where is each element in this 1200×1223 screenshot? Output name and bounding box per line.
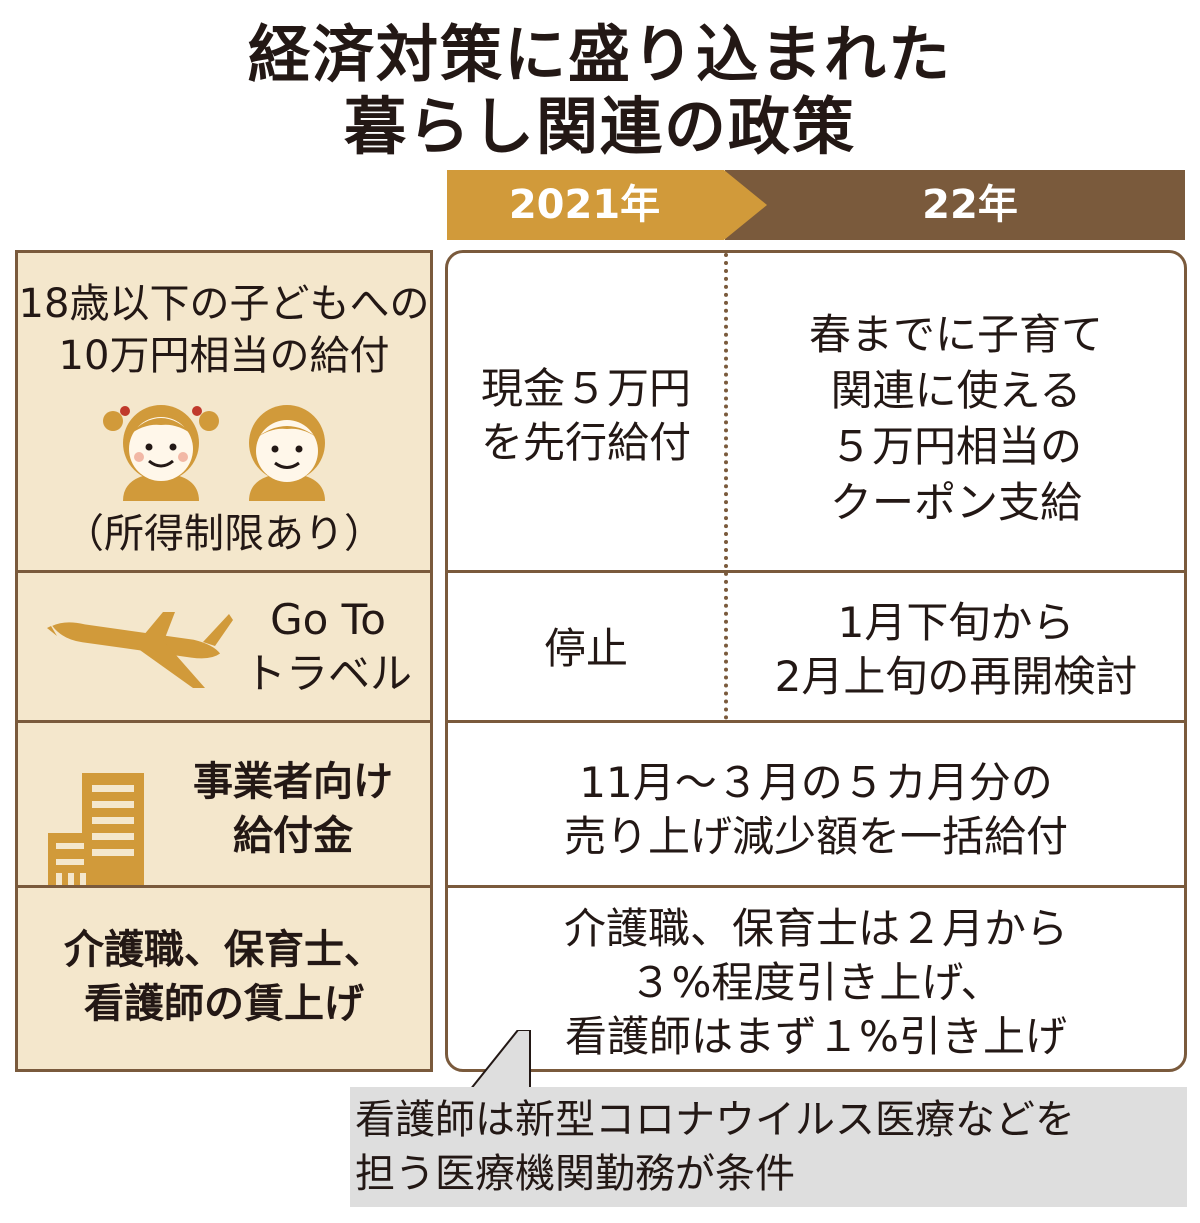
row-divider (448, 720, 1184, 723)
title-line-2: 暮らし関連の政策 (343, 90, 856, 163)
row4-label-line1: 介護職、保育士、 (64, 927, 384, 973)
row2-label-line2: トラベル (243, 649, 412, 698)
timeline-year-2021: 2021年 (447, 170, 767, 240)
row4-detail-line1: 介護職、保育士は２月から (563, 904, 1068, 953)
row2-22-line1: 1月下旬から (837, 598, 1075, 647)
row-divider (448, 570, 1184, 573)
row2-label-line1: Go To (270, 595, 386, 644)
row-divider (448, 885, 1184, 888)
row-divider (18, 885, 430, 888)
timeline-year-22: 22年 (725, 170, 1185, 240)
row3-detail-line2: 売り上げ減少額を一括給付 (563, 812, 1068, 861)
row4-label-line2: 看護師の賃上げ (84, 981, 364, 1027)
note-box (350, 1087, 1187, 1207)
row1-22-line2: 関連に使える (830, 366, 1082, 415)
row4-detail-line2: ３%程度引き上げ、 (629, 958, 1003, 1007)
row1-22-line3: ５万円相当の (829, 422, 1082, 471)
row3-detail-line1: 11月～３月の５カ月分の (579, 758, 1053, 807)
policy-detail-panel: 現金５万円 を先行給付 春までに子育て 関連に使える ５万円相当の クーポン支給… (445, 250, 1187, 1072)
row1-sub-label: （所得制限あり） (64, 511, 384, 557)
row3-label-line2: 給付金 (233, 813, 353, 859)
year-divider (724, 253, 728, 720)
children-icon (103, 405, 325, 501)
row1-22-line1: 春までに子育て (808, 310, 1103, 359)
row1-2021-line1: 現金５万円 (480, 364, 691, 413)
row2-2021-text: 停止 (543, 624, 628, 673)
row-divider (18, 570, 430, 573)
note-line1: 看護師は新型コロナウイルス医療などを (355, 1097, 1075, 1143)
row4-detail-line3: 看護師はまず１%引き上げ (565, 1012, 1067, 1061)
row2-22-line2: 2月上旬の再開検討 (774, 652, 1138, 701)
policy-label-panel: 18歳以下の子どもへの 10万円相当の給付 （所得制限あり） Go To (15, 250, 433, 1072)
row1-2021-line2: を先行給付 (480, 418, 691, 467)
airplane-icon (47, 612, 233, 688)
building-icon (48, 773, 144, 885)
row1-label-line1: 18歳以下の子どもへの (18, 281, 430, 327)
row-divider (18, 720, 430, 723)
row3-label-line1: 事業者向け (193, 759, 393, 805)
row1-label-line2: 10万円相当の給付 (58, 333, 390, 379)
row1-22-line4: クーポン支給 (829, 478, 1082, 527)
title-line-1: 経済対策に盛り込まれた (247, 18, 952, 91)
note-line2: 担う医療機関勤務が条件 (355, 1151, 795, 1197)
